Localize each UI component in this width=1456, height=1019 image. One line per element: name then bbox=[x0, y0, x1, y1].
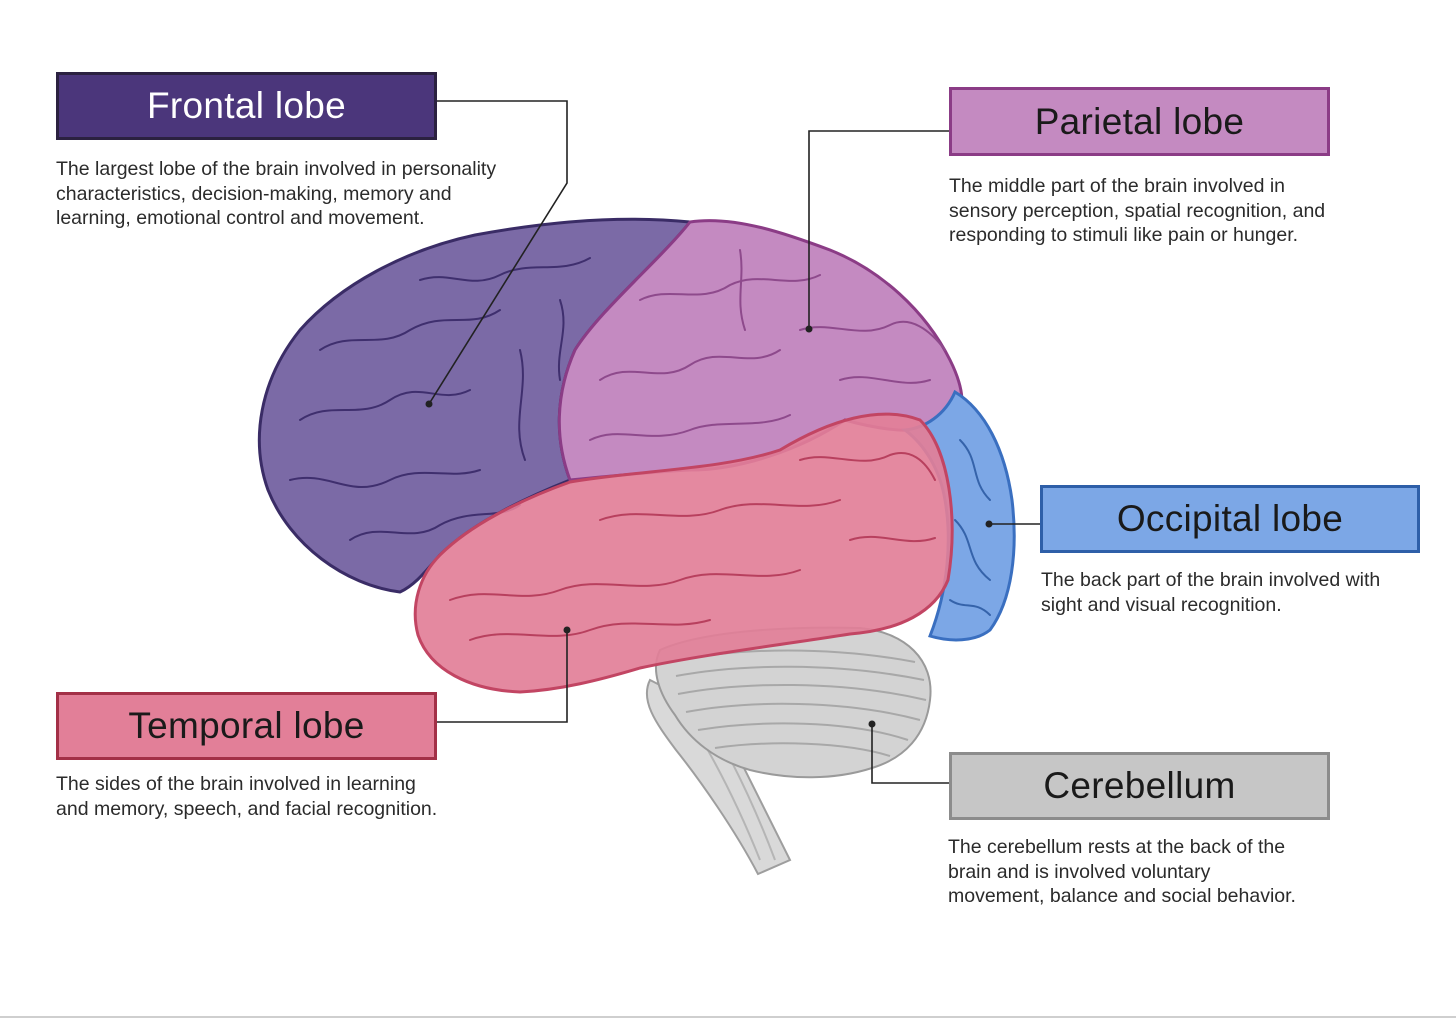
temporal-dot bbox=[563, 626, 571, 634]
cerebellum-connector bbox=[871, 724, 949, 784]
parietal-connector bbox=[808, 130, 949, 329]
bottom-divider bbox=[0, 1016, 1456, 1018]
occipital-lobe-description: The back part of the brain involved with… bbox=[1041, 569, 1381, 616]
parietal-lobe-description: The middle part of the brain involved in… bbox=[949, 175, 1326, 246]
cerebellum-description: The cerebellum rests at the back of the … bbox=[948, 836, 1296, 907]
frontal-lobe-description: The largest lobe of the brain involved i… bbox=[56, 158, 497, 229]
occipital-lobe-title: Occipital lobe bbox=[1116, 498, 1344, 539]
temporal-lobe-shape bbox=[413, 412, 954, 694]
frontal-lobe-label-box: Frontal lobe bbox=[56, 72, 437, 140]
temporal-gyri bbox=[449, 452, 936, 641]
parietal-lobe-title: Parietal lobe bbox=[1034, 100, 1245, 142]
temporal-lobe-description: The sides of the brain involved in learn… bbox=[56, 773, 438, 820]
temporal-lobe-title: Temporal lobe bbox=[128, 705, 365, 746]
temporal-connector bbox=[437, 630, 568, 723]
occipital-lobe-label-box: Occipital lobe bbox=[1040, 485, 1420, 553]
frontal-connector bbox=[428, 100, 568, 405]
frontal-lobe-title: Frontal lobe bbox=[147, 85, 346, 126]
parietal-lobe-label-box: Parietal lobe bbox=[949, 87, 1330, 156]
frontal-dot bbox=[425, 400, 433, 408]
occipital-gyri bbox=[949, 439, 991, 616]
connector-dots bbox=[425, 325, 993, 728]
temporal-lobe-label-box: Temporal lobe bbox=[56, 692, 437, 760]
connector-lines bbox=[428, 100, 1040, 784]
cerebellum-title: Cerebellum bbox=[1043, 765, 1236, 806]
occipital-dot bbox=[985, 520, 993, 528]
cerebellum-label-box: Cerebellum bbox=[949, 752, 1330, 820]
parietal-dot bbox=[805, 325, 813, 333]
cerebellum-dot bbox=[868, 720, 876, 728]
parietal-gyri bbox=[589, 249, 946, 441]
